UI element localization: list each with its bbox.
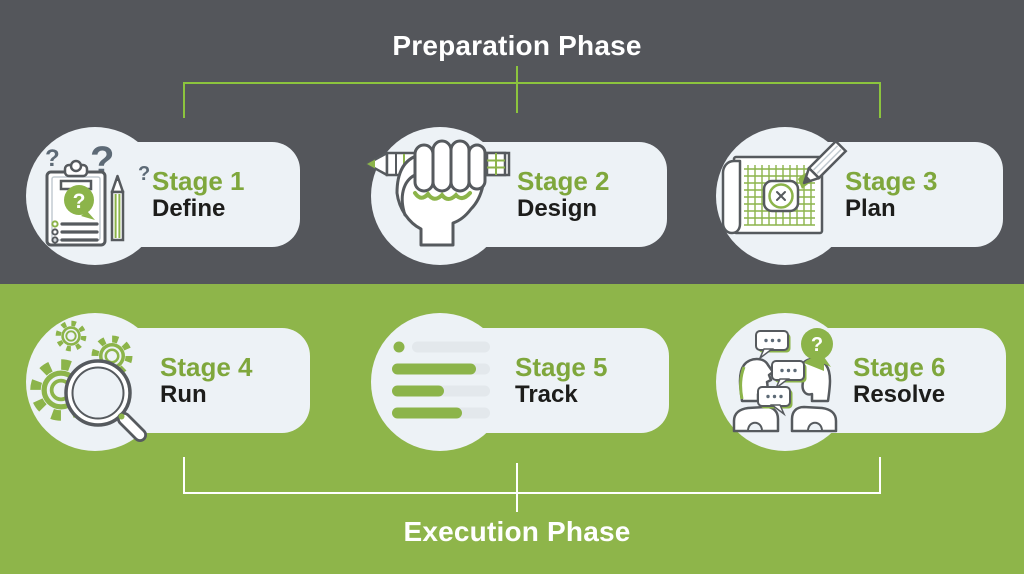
discussion-icon: ? <box>732 328 838 433</box>
bracket-horizontal-line <box>183 82 881 84</box>
clipboard-question-icon: ? ? ? ? <box>45 139 150 247</box>
gears-magnifier-icon <box>30 317 147 442</box>
execution-phase-title: Execution Phase <box>403 516 631 547</box>
stage-name-label: Resolve <box>853 380 946 408</box>
fist-pencil-icon <box>365 139 511 247</box>
bracket-left-rise <box>183 457 185 493</box>
progress-bars-icon <box>392 341 490 419</box>
stage-number-label: Stage 5 <box>515 351 608 382</box>
stage-icon-circle <box>26 313 164 451</box>
svg-text:?: ? <box>138 163 150 185</box>
svg-text:?: ? <box>811 334 823 356</box>
bracket-center-stem <box>516 66 518 113</box>
stage-label: Stage 4 Run <box>160 328 253 433</box>
svg-text:?: ? <box>45 145 60 172</box>
stage-icon-circle <box>716 127 854 265</box>
stage-number-label: Stage 1 <box>152 165 245 196</box>
stage-number-label: Stage 3 <box>845 165 938 196</box>
stage-name-label: Run <box>160 380 207 408</box>
stage-number-label: Stage 6 <box>853 351 946 382</box>
bracket-right-rise <box>879 457 881 493</box>
stage-icon-circle: ? <box>716 313 854 451</box>
stage-icon-circle: ? ? ? ? <box>26 127 164 265</box>
stage-icon-circle <box>365 127 511 265</box>
bracket-center-stem <box>516 463 518 512</box>
stage-icon-circle <box>371 313 509 451</box>
stage-number-label: Stage 4 <box>160 351 253 382</box>
stage-name-label: Define <box>152 194 226 222</box>
stage-number-label: Stage 2 <box>517 165 610 196</box>
stage-label: Stage 5 Track <box>515 328 608 433</box>
preparation-phase-title: Preparation Phase <box>392 30 642 61</box>
bracket-left-drop <box>183 82 185 118</box>
bracket-right-drop <box>879 82 881 118</box>
stage-label: Stage 1 Define <box>152 142 245 247</box>
stage-name-label: Design <box>517 194 598 222</box>
stage-label: Stage 6 Resolve <box>853 328 946 433</box>
stage-label: Stage 3 Plan <box>845 142 938 247</box>
stage-name-label: Track <box>515 380 578 408</box>
blueprint-icon <box>721 139 848 234</box>
bracket-horizontal-line <box>183 492 881 494</box>
stage-name-label: Plan <box>845 194 896 222</box>
stage-label: Stage 2 Design <box>517 142 610 247</box>
svg-text:?: ? <box>73 190 86 213</box>
